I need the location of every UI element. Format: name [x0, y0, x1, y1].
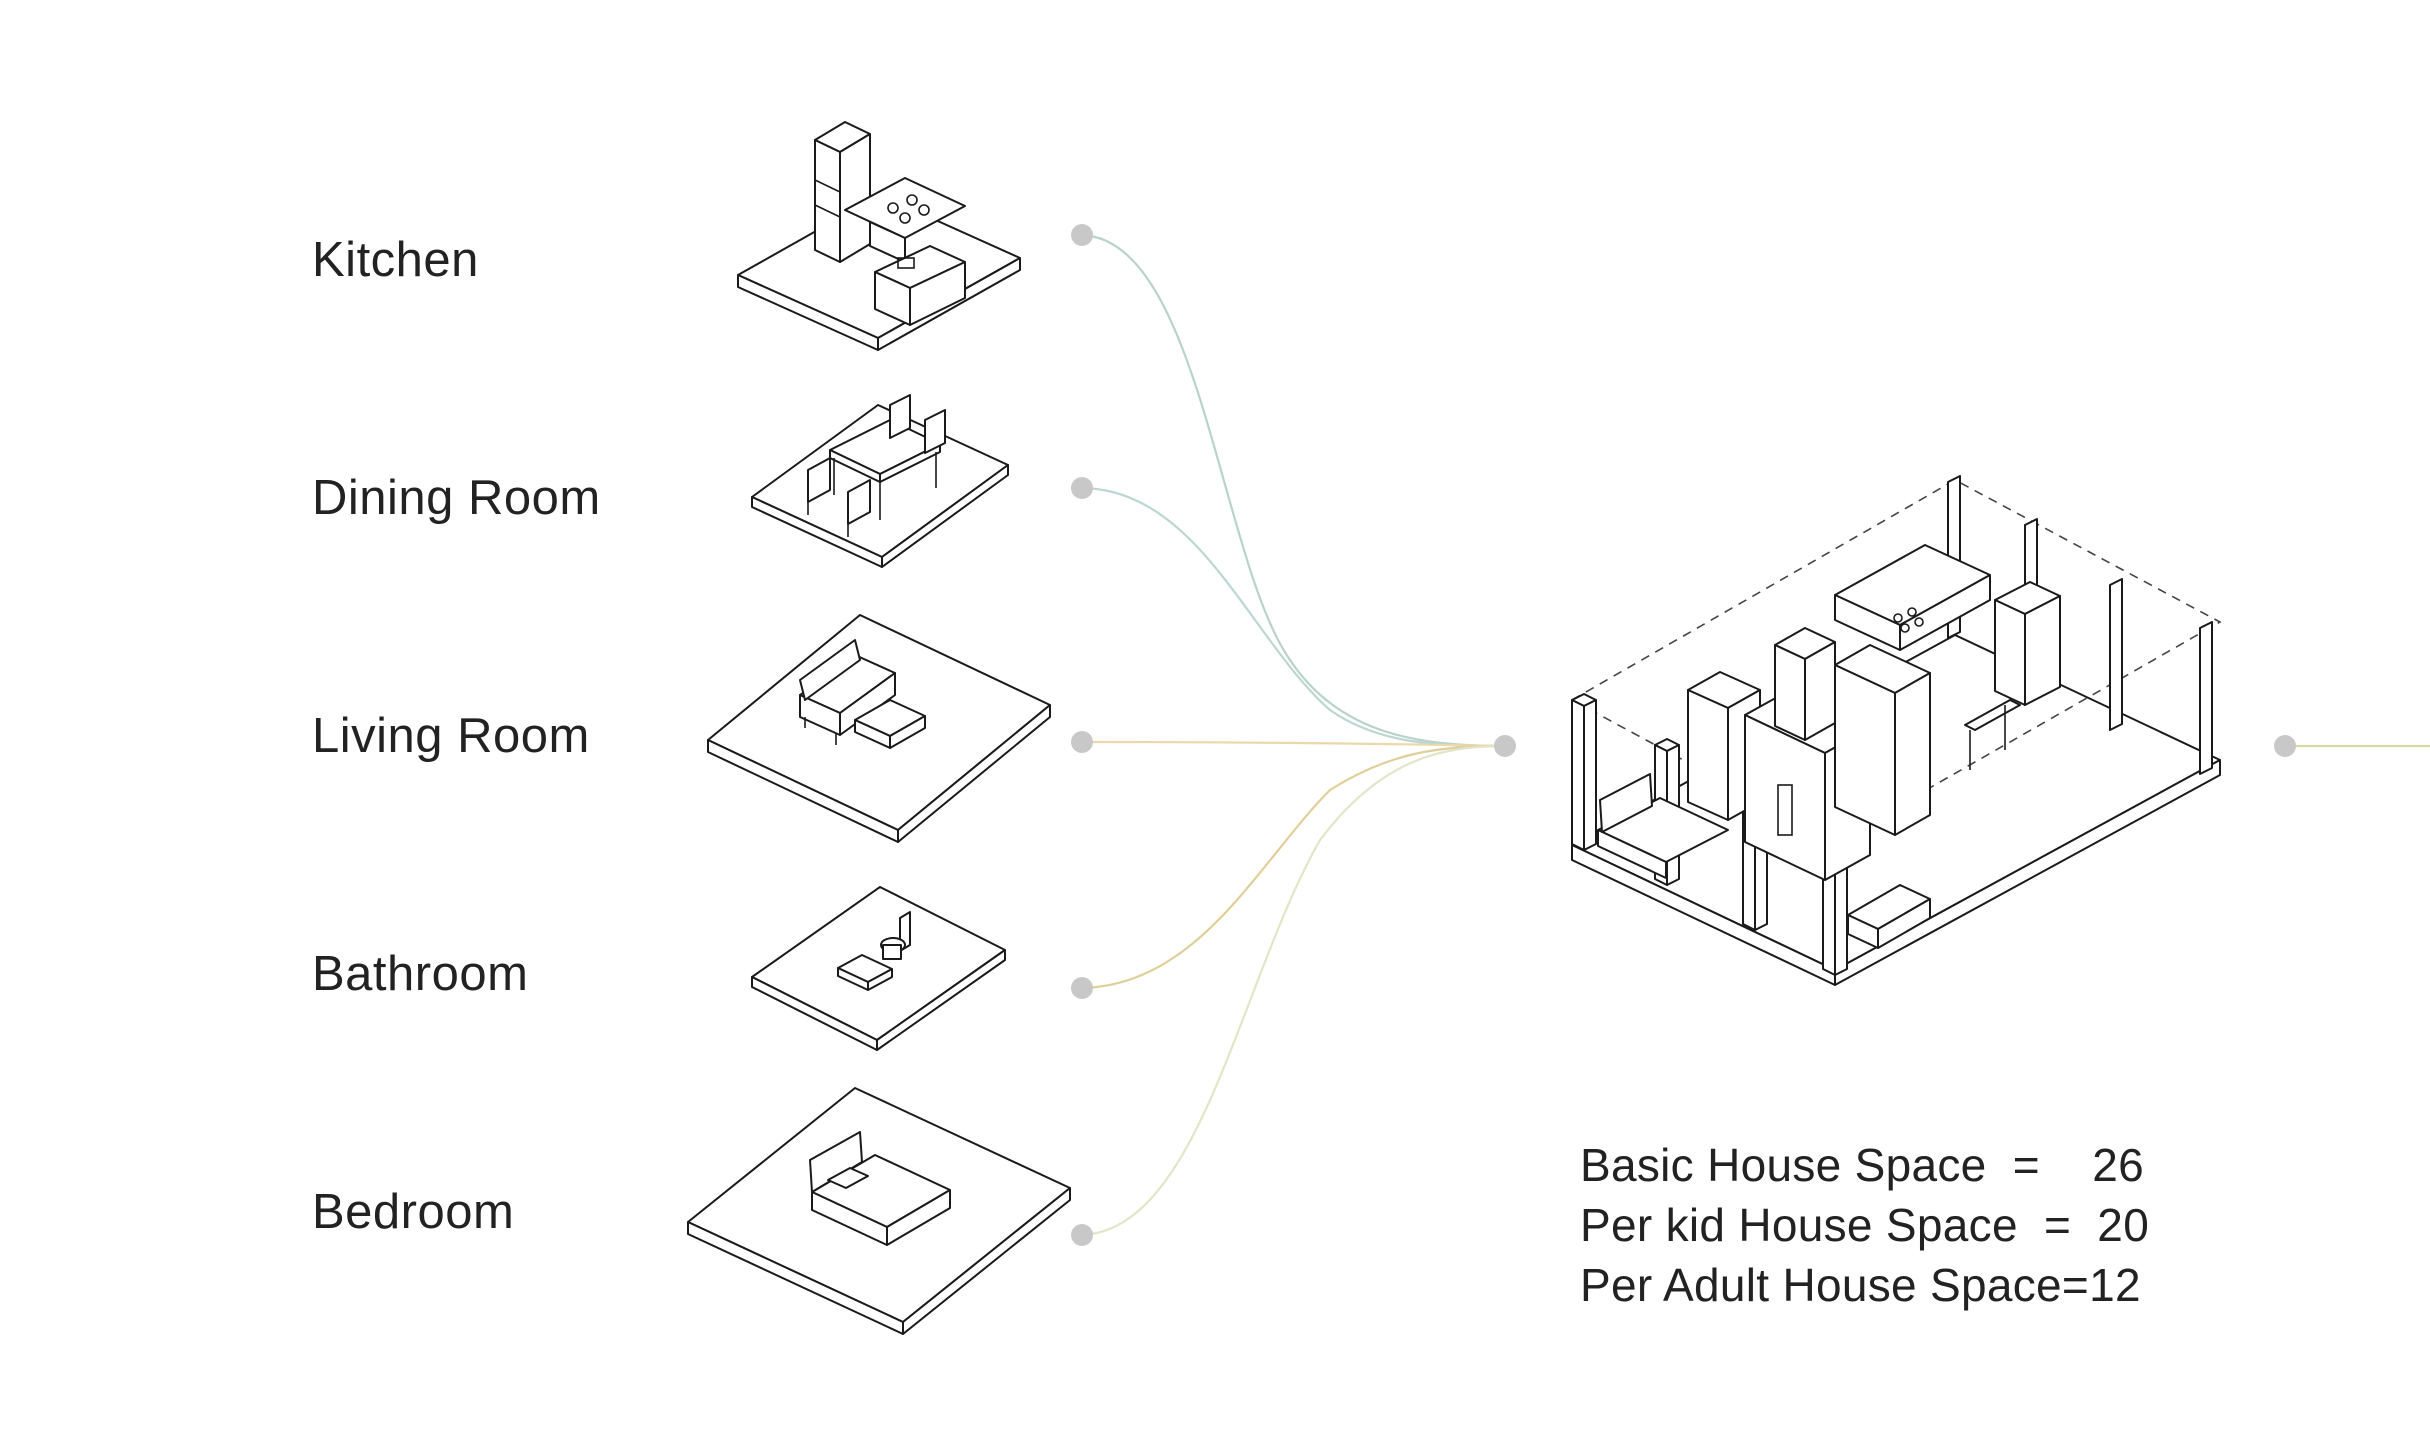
node-bedroom: [1071, 1224, 1093, 1246]
kitchen-module-illustration: [737, 121, 1021, 351]
link-bathroom: [1081, 744, 1506, 990]
connector-links: [1081, 233, 2430, 1237]
dining-module-illustration: [751, 394, 1009, 568]
bedroom-module-illustration: [687, 1087, 1071, 1335]
room-label-bedroom: Bedroom: [312, 1185, 515, 1239]
formula-per-kid-house-space: Per kid House Space = 20: [1580, 1199, 2150, 1251]
node-kitchen: [1071, 224, 1093, 246]
node-house-input: [1494, 735, 1516, 757]
living-module-illustration: [707, 614, 1051, 843]
link-living-room: [1081, 740, 1506, 748]
assembled-house-illustration: [1571, 475, 2222, 986]
room-label-dining-room: Dining Room: [312, 471, 601, 525]
node-house-output: [2274, 735, 2296, 757]
room-label-kitchen: Kitchen: [312, 233, 479, 287]
node-bathroom: [1071, 977, 1093, 999]
connector-nodes: [1071, 224, 2296, 1246]
formula-basic-house-space: Basic House Space = 26: [1580, 1139, 2144, 1191]
room-label-living-room: Living Room: [312, 709, 590, 763]
link-dining-room: [1081, 486, 1506, 748]
node-dining-room: [1071, 477, 1093, 499]
link-bedroom: [1081, 744, 1506, 1237]
node-living-room: [1071, 731, 1093, 753]
formula-per-adult-house-space: Per Adult House Space=12: [1580, 1259, 2141, 1311]
bathroom-module-illustration: [751, 886, 1006, 1051]
room-label-bathroom: Bathroom: [312, 947, 529, 1001]
link-kitchen: [1081, 233, 1506, 748]
